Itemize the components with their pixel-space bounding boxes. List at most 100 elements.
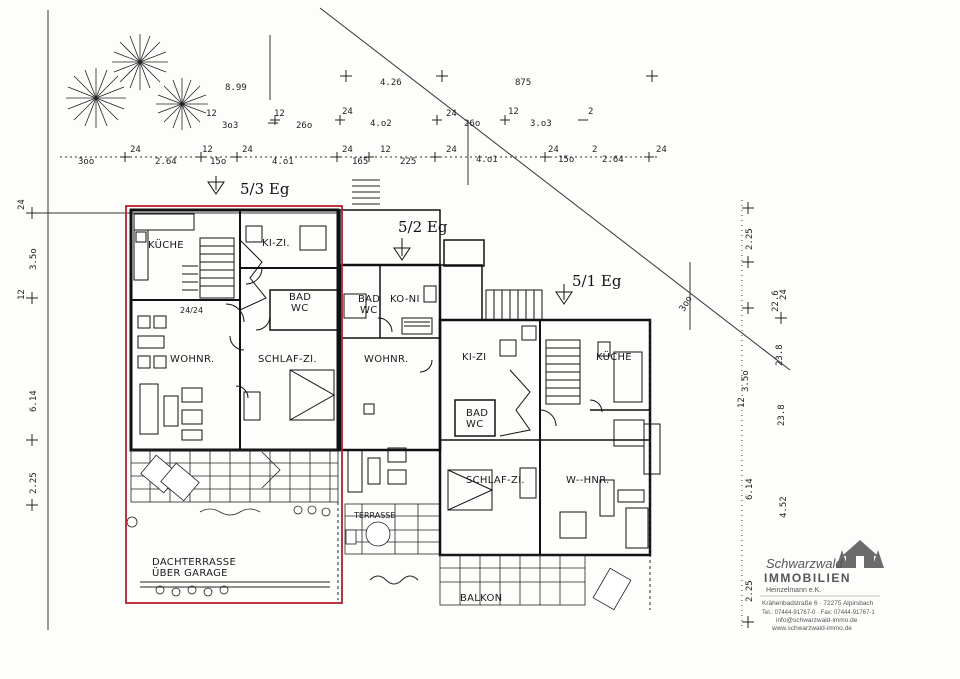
tree-sketch-3 [156,78,208,130]
unit-5-2-plan [338,209,485,585]
reference-lines [30,7,791,630]
dim-sup-12-b: 12 [206,109,217,119]
dim-top-1a: 8.99 [225,83,247,93]
dim-top-3e: 165 [352,157,368,167]
unit-label-5-3: 5/3 Eg [240,180,290,198]
dim-sup-24-f: 24 [446,145,457,155]
company-logo: Schwarzwald IMMOBILIEN Heinzelmann e.K. … [760,540,884,632]
unit-5-3-highlight-frame [125,205,343,604]
logo-owner: Heinzelmann e.K. [766,587,821,594]
dim-left-a: 3.5o [29,248,39,270]
dim-top-2c: 4.o2 [370,119,392,129]
dim-sup-24-c: 24 [130,145,141,155]
dim-sup-12-c: 12 [508,107,519,117]
dim-right-d: 23.8 [775,344,785,366]
dim-right-k: 12 [737,397,747,408]
dim-right-b: 22.6 [771,290,781,312]
dim-sup-12-a: 12 [274,109,285,119]
dim-left-e: 24 [17,199,27,210]
dim-sup-24-g: 24 [548,145,559,155]
room-label-balkon: BALKON [460,593,502,604]
dim-right-e: 23.8 [777,404,787,426]
unit-5-1-plan [438,264,661,611]
dim-right-a: 2.25 [745,228,755,250]
room-label-bad-5-1: BAD [466,408,488,419]
dim-sup-24-d: 24 [242,145,253,155]
room-label-wohnr-5-2: WOHNR. [364,354,408,365]
dim-sup-24-h: 24 [656,145,667,155]
room-label-wohnr-5-3: WOHNR. [170,354,214,365]
dim-top-3i: 2.64 [602,155,624,165]
room-label-terrasse: TERRASSE [353,511,395,520]
logo-email: info@schwarzwald-immo.de [776,617,858,624]
dim-top-3d: 4.o1 [272,157,294,167]
dim-top-3h: 15o [558,155,574,165]
dim-left-c: 6.14 [29,390,39,412]
logo-brand-immobilien: IMMOBILIEN [764,571,851,585]
top-dimensions: 8.99 4.26 875 3o3 26o 4.o2 26o 3.o3 3oo … [78,78,667,167]
dim-right-f: 3oo [678,294,695,313]
room-label-wohnr-5-1: W--HNR. [566,475,610,486]
dim-sup-2-b: 2 [592,145,597,155]
room-labels: KÜCHE KI-ZI. BAD WC 24/24 WOHNR. SCHLAF-… [148,238,632,604]
room-label-wc-5-1: WC [466,419,483,430]
room-label-bad-5-3: BAD [289,292,311,303]
area-label-5-3: 24/24 [180,306,203,315]
logo-brand-schwarzwald: Schwarzwald [766,556,843,571]
entrance-steps [352,179,380,205]
room-label-schlafzi-5-3: SCHLAF-ZI. [258,354,317,365]
unit-label-5-2: 5/2 Eg [398,218,448,236]
unit-labels: 5/3 Eg 5/2 Eg 5/1 Eg [240,180,622,290]
room-label-ueber-garage: ÜBER GARAGE [152,566,228,579]
dim-right-c: 3.5o [741,370,751,392]
room-label-kueche-5-1: KÜCHE [596,350,632,363]
dim-right-j: 24 [779,289,789,300]
dimension-crosses [26,70,787,628]
plant-sketches [126,505,331,597]
dim-right-g: 6.14 [745,478,755,500]
unit-marker-arrows [207,176,573,305]
dim-top-1b: 4.26 [380,78,402,88]
room-label-kizi-5-1: KI-ZI [462,352,486,363]
tree-sketch-2 [112,34,168,90]
dim-sup-24-b: 24 [446,109,457,119]
dim-left-b: 12 [17,289,27,300]
room-label-kizi-5-3: KI-ZI. [262,238,290,249]
room-label-dachterrasse: DACHTERRASSE [152,557,236,568]
dim-top-3c: 15o [210,157,226,167]
dim-top-1c: 875 [515,78,531,88]
dim-top-3b: 2.64 [155,157,177,167]
dim-top-2b: 26o [296,121,312,131]
right-dimensions: 2.25 22.6 3.5o 23.8 23.8 3oo 6.14 4.52 2… [678,228,789,602]
dim-top-3g: 4.o1 [476,155,498,165]
room-label-bad-5-2: BAD [358,294,380,305]
room-label-koni-5-2: KO-NI [390,294,420,305]
room-label-schlafzi-5-1: SCHLAF-ZI. [466,475,525,486]
tree-sketch-1 [66,68,126,128]
dim-top-3f: 225 [400,157,416,167]
dim-right-h: 4.52 [779,496,789,518]
dim-top-2d: 26o [464,119,480,129]
logo-address: Krähenbadstraße 6 · 72275 Alpirsbach [762,600,874,607]
dim-top-2e: 3.o3 [530,119,552,129]
dim-sup-12-e: 12 [380,145,391,155]
dim-top-2a: 3o3 [222,121,238,131]
unit-label-5-1: 5/1 Eg [572,272,622,290]
house-logo-icon [836,540,884,568]
dim-left-d: 2.25 [29,472,39,494]
dim-sup-24-a: 24 [342,107,353,117]
room-label-wc-5-2: WC [360,305,377,316]
logo-phone: Tel.: 07444-91767-0 · Fax: 07444-91767-1 [762,610,875,616]
logo-web: www.schwarzwald-immo.de [771,625,852,632]
dim-right-i: 2.25 [745,580,755,602]
room-label-kueche-5-3: KÜCHE [148,238,184,251]
left-dimensions: 3.5o 12 6.14 2.25 24 [17,199,39,494]
dim-sup-2-a: 2 [588,107,593,117]
dim-sup-12-d: 12 [202,145,213,155]
dim-sup-24-e: 24 [342,145,353,155]
unit-5-3-plan [126,208,340,600]
room-label-wc-5-3: WC [291,303,308,314]
dim-top-3a: 3oo [78,157,94,167]
